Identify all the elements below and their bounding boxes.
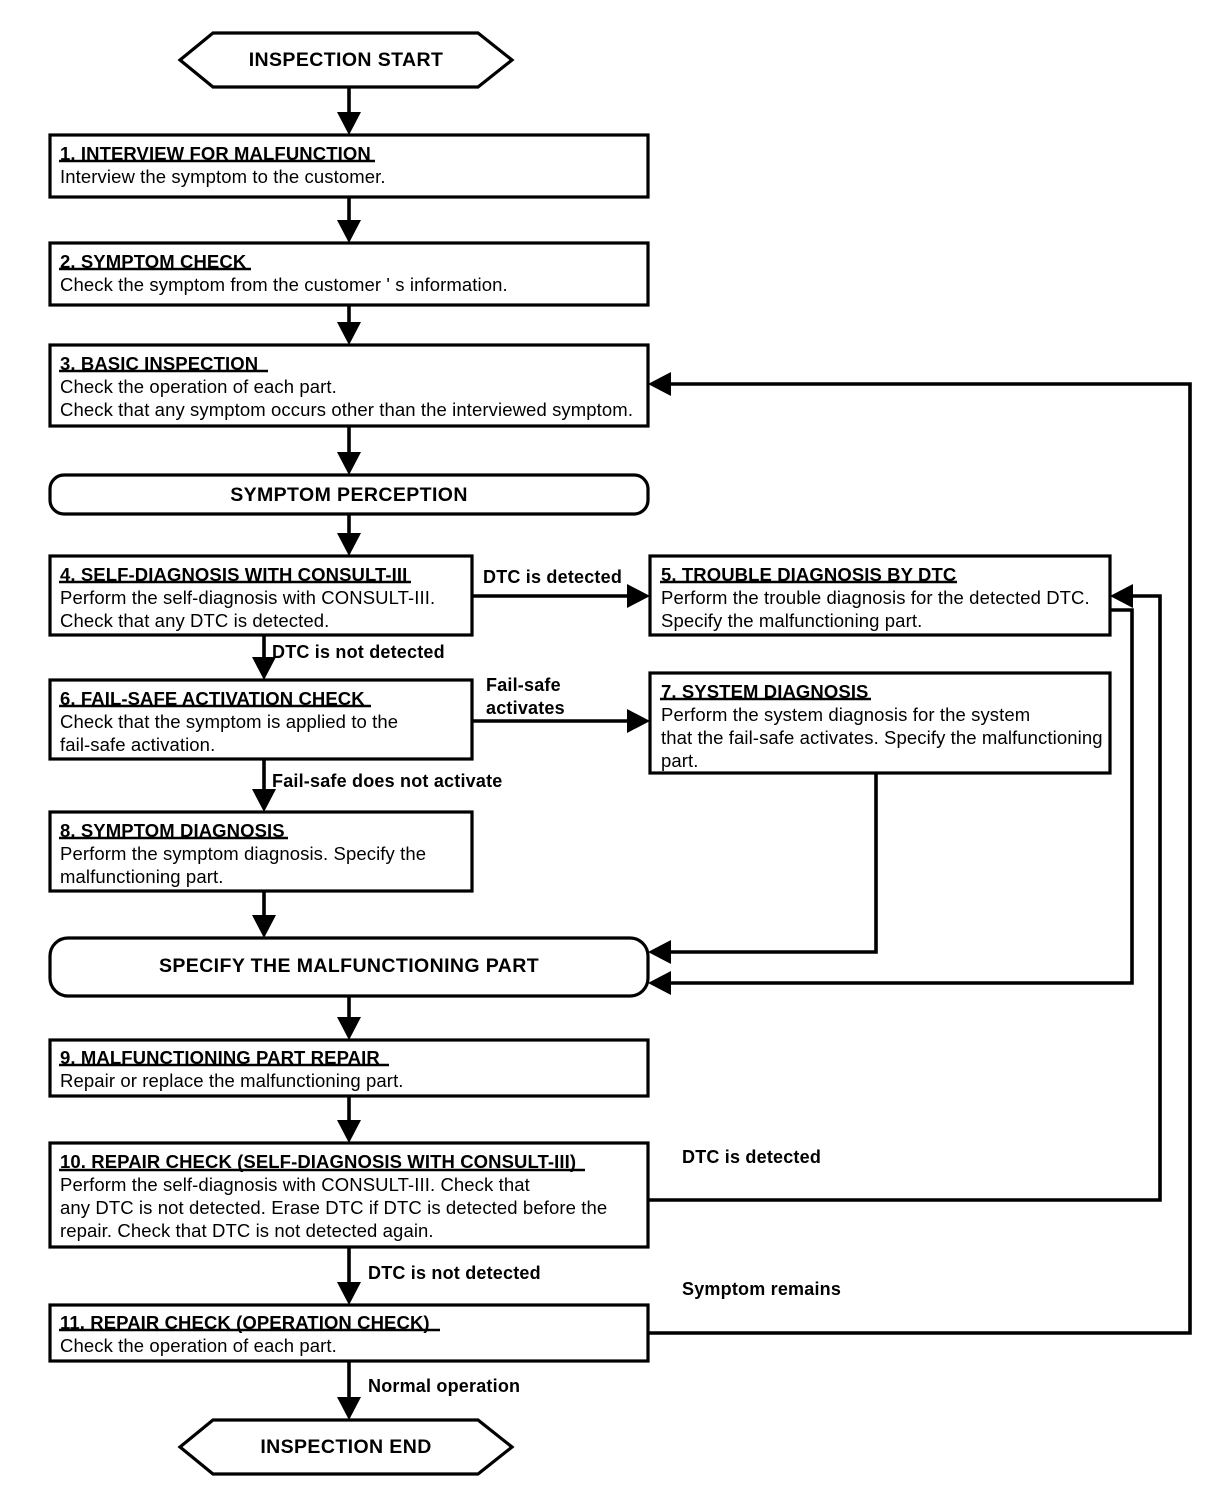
step2-title: 2. SYMPTOM CHECK bbox=[60, 251, 247, 272]
step6-line-1: Check that the symptom is applied to the bbox=[60, 711, 399, 732]
arrow-step1-to-step2 bbox=[337, 220, 361, 243]
edge-label-dtc-detected-step4: DTC is detected bbox=[483, 567, 623, 587]
step2-box-shape bbox=[48, 241, 650, 307]
arrow-step11-to-step3 bbox=[648, 372, 671, 396]
step4-title: 4. SELF-DIAGNOSIS WITH CONSULT-III bbox=[60, 564, 408, 585]
specify-part-label: SPECIFY THE MALFUNCTIONING PART bbox=[158, 955, 539, 977]
step8-line-2: malfunctioning part. bbox=[60, 866, 224, 887]
step3-line-1: Check the operation of each part. bbox=[60, 376, 337, 397]
step6-box-shape bbox=[48, 678, 474, 761]
step7-line-2: that the fail-safe activates. Specify th… bbox=[661, 727, 1103, 748]
step5-title: 5. TROUBLE DIAGNOSIS BY DTC bbox=[661, 564, 957, 585]
step7-line-3: part. bbox=[661, 750, 699, 771]
edge-label-normal-operation: Normal operation bbox=[368, 1376, 521, 1396]
arrow-step5-to-specify bbox=[648, 971, 671, 995]
step5-line-2: Specify the malfunctioning part. bbox=[661, 610, 923, 631]
arrow-step2-to-step3 bbox=[337, 322, 361, 345]
terminator-start-shape bbox=[177, 31, 515, 89]
step7-title: 7. SYSTEM DIAGNOSIS bbox=[661, 681, 869, 702]
step3-line-2: Check that any symptom occurs other than… bbox=[60, 399, 634, 420]
edge-label-failsafe-activates-line1: Fail-safe bbox=[486, 675, 561, 695]
edge-label-failsafe-activates-line2: activates bbox=[486, 698, 565, 718]
step4-box-shape bbox=[48, 554, 474, 637]
step10-title: 10. REPAIR CHECK (SELF-DIAGNOSIS WITH CO… bbox=[60, 1151, 577, 1172]
step6-title: 6. FAIL-SAFE ACTIVATION CHECK bbox=[60, 688, 365, 709]
step11-box-shape bbox=[48, 1303, 650, 1363]
conn-step11-to-step3 bbox=[648, 382, 1192, 1335]
edge-label-dtc-not-detected-step4: DTC is not detected bbox=[272, 642, 445, 662]
edge-label-dtc-not-detected-step10: DTC is not detected bbox=[368, 1263, 541, 1283]
step9-title: 9. MALFUNCTIONING PART REPAIR bbox=[60, 1047, 380, 1068]
step1-box-shape bbox=[48, 133, 650, 199]
step5-box-shape bbox=[648, 554, 1112, 637]
conn-step10-to-step5 bbox=[648, 594, 1162, 1202]
step4-line-2: Check that any DTC is detected. bbox=[60, 610, 330, 631]
arrow-step6-to-step8 bbox=[252, 789, 276, 812]
symptom-perception-label: SYMPTOM PERCEPTION bbox=[230, 484, 468, 506]
terminator-end-shape bbox=[177, 1418, 515, 1476]
step7-box-shape bbox=[648, 671, 1112, 775]
step7-line-1: Perform the system diagnosis for the sys… bbox=[661, 704, 1031, 725]
step1-title: 1. INTERVIEW FOR MALFUNCTION bbox=[60, 143, 371, 164]
conn-step5-to-specify bbox=[661, 608, 1134, 985]
step8-title: 8. SYMPTOM DIAGNOSIS bbox=[60, 820, 285, 841]
step4-line-1: Perform the self-diagnosis with CONSULT-… bbox=[60, 587, 436, 608]
edge-label-failsafe-not-activate: Fail-safe does not activate bbox=[272, 771, 503, 791]
arrow-step11-to-end bbox=[337, 1397, 361, 1420]
arrow-step4-to-step5 bbox=[627, 584, 650, 608]
step8-line-1: Perform the symptom diagnosis. Specify t… bbox=[60, 843, 427, 864]
arrow-step7-to-specify bbox=[648, 940, 671, 964]
arrow-start-to-step1 bbox=[337, 112, 361, 135]
arrow-perception-to-step4 bbox=[337, 533, 361, 556]
step8-box-shape bbox=[48, 810, 474, 893]
step9-line-1: Repair or replace the malfunctioning par… bbox=[60, 1070, 404, 1091]
step3-title: 3. BASIC INSPECTION bbox=[60, 353, 259, 374]
step11-line-1: Check the operation of each part. bbox=[60, 1335, 337, 1356]
conn-step7-to-specify bbox=[661, 773, 878, 954]
step9-box-shape bbox=[48, 1038, 650, 1098]
step10-line-1: Perform the self-diagnosis with CONSULT-… bbox=[60, 1174, 530, 1195]
step5-line-1: Perform the trouble diagnosis for the de… bbox=[661, 587, 1090, 608]
arrow-step10-to-step5 bbox=[1110, 584, 1133, 608]
step10-line-3: repair. Check that DTC is not detected a… bbox=[60, 1220, 434, 1241]
arrow-step8-to-specify bbox=[252, 915, 276, 938]
arrow-step3-to-perception bbox=[337, 452, 361, 475]
step10-line-2: any DTC is not detected. Erase DTC if DT… bbox=[60, 1197, 608, 1218]
edge-label-dtc-detected-step10: DTC is detected bbox=[682, 1147, 822, 1167]
arrow-step6-to-step7 bbox=[627, 709, 650, 733]
arrow-step4-to-step6 bbox=[252, 657, 276, 680]
step10-box-shape bbox=[48, 1141, 650, 1249]
terminator-start-label: INSPECTION START bbox=[248, 49, 444, 71]
terminator-end-label: INSPECTION END bbox=[260, 1436, 432, 1458]
step6-line-2: fail-safe activation. bbox=[60, 734, 216, 755]
arrow-step9-to-step10 bbox=[337, 1120, 361, 1143]
step11-title: 11. REPAIR CHECK (OPERATION CHECK) bbox=[60, 1312, 430, 1333]
edge-label-symptom-remains: Symptom remains bbox=[682, 1279, 842, 1299]
arrow-specify-to-step9 bbox=[337, 1017, 361, 1040]
arrow-step10-to-step11 bbox=[337, 1282, 361, 1305]
step1-line-1: Interview the symptom to the customer. bbox=[60, 166, 386, 187]
step2-line-1: Check the symptom from the customer ' s … bbox=[60, 274, 508, 295]
